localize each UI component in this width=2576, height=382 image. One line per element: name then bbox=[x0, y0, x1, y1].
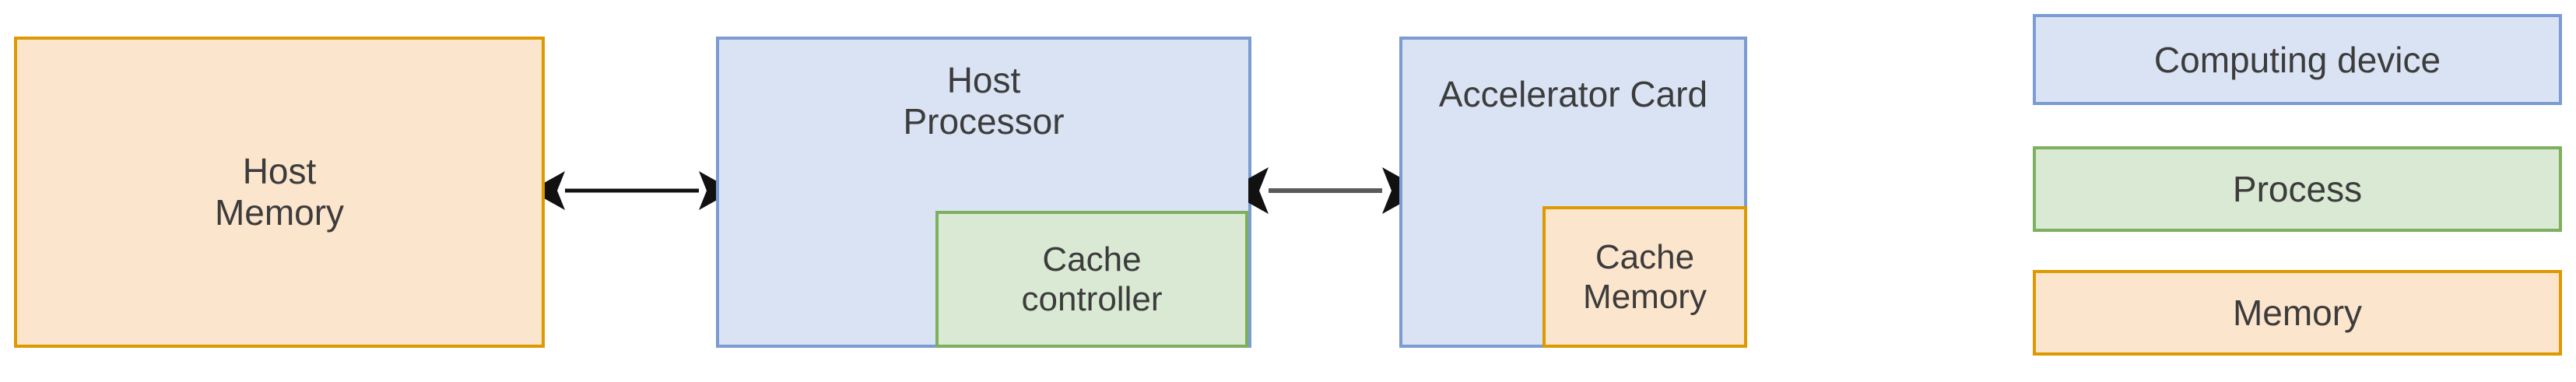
legend-item-computing-device[interactable]: Computing device bbox=[2033, 14, 2562, 105]
node-accelerator-card-label: Accelerator Card bbox=[1438, 74, 1708, 114]
node-cache-memory-label: Cache Memory bbox=[1583, 237, 1707, 316]
node-accelerator-card[interactable]: Accelerator Card bbox=[1399, 37, 1747, 348]
legend: Computing device Process Memory bbox=[2033, 0, 2562, 382]
legend-item-memory-label: Memory bbox=[2232, 293, 2363, 333]
legend-item-memory[interactable]: Memory bbox=[2033, 270, 2562, 356]
node-host-memory[interactable]: Host Memory bbox=[14, 37, 545, 348]
connector-host-processor-to-accelerator-card bbox=[1248, 167, 1402, 214]
legend-item-process[interactable]: Process bbox=[2033, 146, 2562, 232]
node-cache-memory[interactable]: Cache Memory bbox=[1542, 206, 1747, 348]
connector-host-memory-to-host-processor bbox=[545, 171, 719, 210]
node-cache-controller[interactable]: Cache controller bbox=[935, 211, 1248, 348]
node-host-processor-label: Host Processor bbox=[903, 60, 1065, 142]
node-host-memory-label: Host Memory bbox=[214, 150, 345, 233]
node-cache-controller-label: Cache controller bbox=[1021, 240, 1163, 318]
legend-item-computing-device-label: Computing device bbox=[2153, 39, 2441, 80]
legend-item-process-label: Process bbox=[2232, 169, 2363, 209]
